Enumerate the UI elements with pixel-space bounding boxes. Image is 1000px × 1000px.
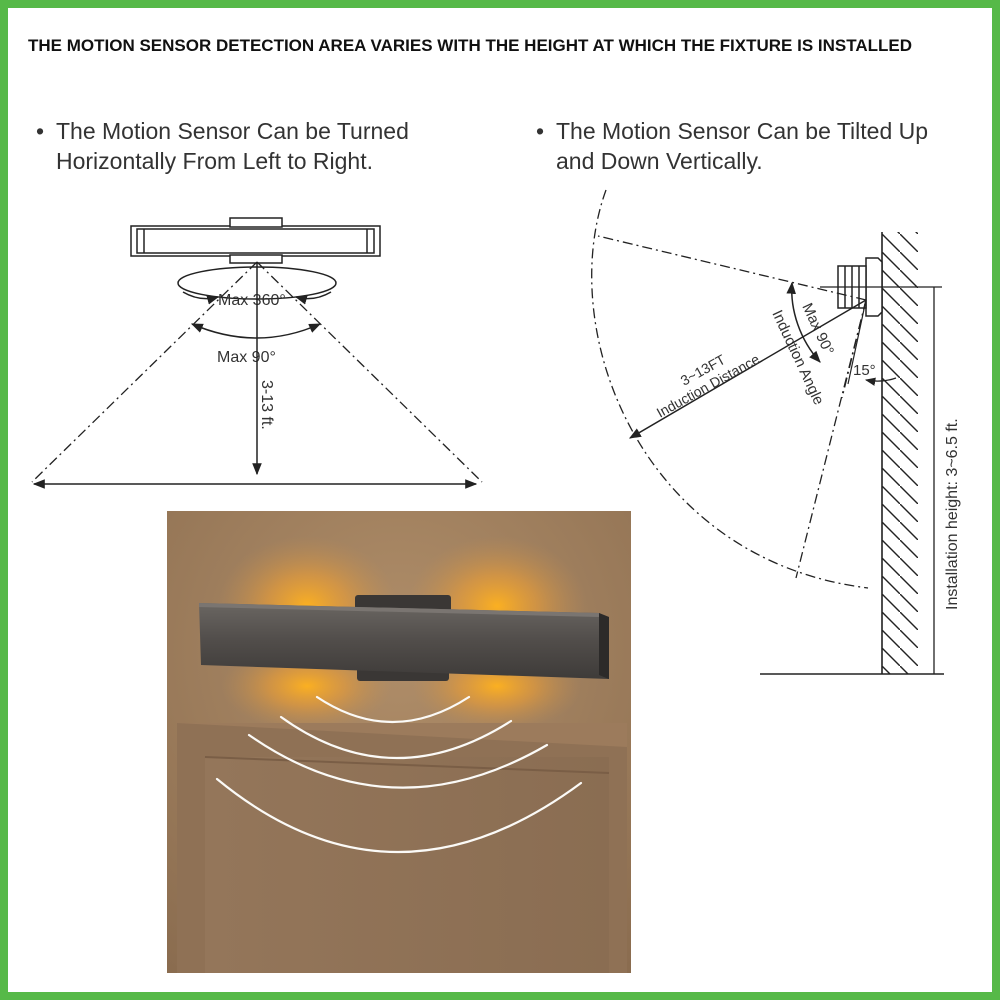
induction-angle-arc xyxy=(786,281,821,363)
tilt-angle-label: 15° xyxy=(853,362,876,379)
door-frame xyxy=(177,723,627,973)
motion-wave-icon xyxy=(215,695,583,854)
bullet-left-line2: Horizontally From Left to Right. xyxy=(56,148,374,174)
bullet-right-line2: and Down Vertically. xyxy=(556,148,763,174)
rotation-arrow-icon xyxy=(294,291,332,305)
installed-fixture-scene xyxy=(167,511,631,973)
rotation-label: Max 360° xyxy=(218,292,286,309)
side-view-diagram: Installation height: 3~6.5 ft. 15° Max 9… xyxy=(591,189,961,675)
bullet-dot-icon: • xyxy=(536,118,545,144)
tilt-angle-arrow xyxy=(864,377,897,386)
page-title: THE MOTION SENSOR DETECTION AREA VARIES … xyxy=(28,36,912,55)
bullet-dot-icon: • xyxy=(36,118,45,144)
installed-fixture-photo xyxy=(167,511,631,973)
detection-cone-lines xyxy=(31,261,483,483)
top-view-diagram: Max 360° Max 90° 3-13 ft. xyxy=(31,217,483,489)
installation-height-label: Installation height: 3~6.5 ft. xyxy=(944,418,961,610)
fixture-top-view xyxy=(130,217,381,264)
bullet-left-line1: The Motion Sensor Can be Turned xyxy=(56,118,409,144)
detection-cone-lines xyxy=(591,189,869,589)
wall-fixture xyxy=(199,595,609,681)
rotation-arrow-icon xyxy=(182,291,220,305)
distance-label: 3-13 ft. xyxy=(258,380,275,430)
induction-distance-arrow xyxy=(628,299,867,439)
wall-section xyxy=(881,232,918,674)
tilt-reference-line xyxy=(847,299,867,385)
bullet-rotation-description: • The Motion Sensor Can be Turned Horizo… xyxy=(36,116,476,176)
bullet-tilt-description: • The Motion Sensor Can be Tilted Up and… xyxy=(536,116,976,176)
bullet-right-line1: The Motion Sensor Can be Tilted Up xyxy=(556,118,929,144)
angle-label: Max 90° xyxy=(217,349,276,366)
